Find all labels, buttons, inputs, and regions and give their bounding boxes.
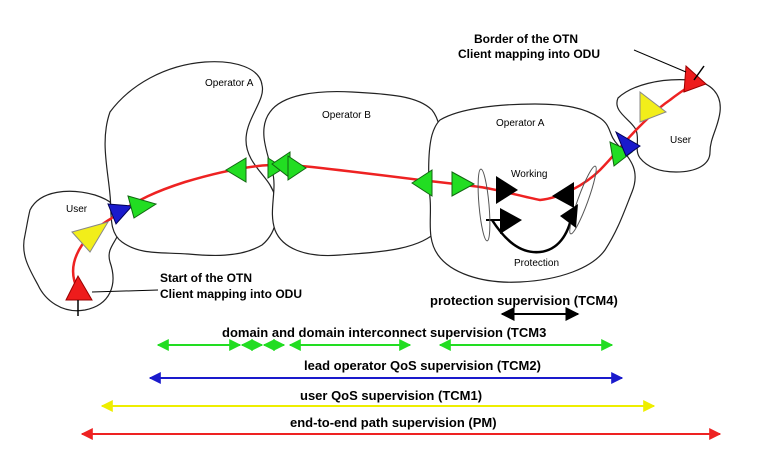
tcm4-label: protection supervision (TCM4): [430, 293, 618, 308]
border-callout-leader: [633, 49, 687, 73]
tcm1-label: user QoS supervision (TCM1): [300, 388, 482, 403]
green-triangle-5: [287, 155, 307, 181]
border-callout-line1: Border of the OTN: [474, 32, 578, 46]
green-triangle-8: [609, 141, 633, 167]
operator-a1-label: Operator A: [205, 78, 254, 89]
black-triangle-working-in: [496, 176, 518, 204]
operator-a2-cloud: [428, 103, 636, 283]
user-right-cloud: [616, 79, 721, 173]
black-triangle-protection-out: [560, 204, 578, 228]
pm-label: end-to-end path supervision (PM): [290, 415, 497, 430]
tcm3-label: domain and domain interconnect supervisi…: [222, 325, 546, 340]
operator-b-label: Operator B: [322, 110, 371, 121]
operator-a2-label: Operator A: [496, 118, 545, 129]
start-callout-leader: [91, 289, 159, 293]
green-triangle-7: [451, 171, 476, 197]
black-triangle-working-out: [552, 182, 574, 208]
protection-label: Protection: [514, 258, 559, 269]
green-triangle-2: [225, 157, 247, 183]
red-sink-stem: [693, 65, 705, 81]
protection-switch-left: [477, 168, 491, 242]
black-triangle-protection-in: [500, 208, 522, 234]
blue-triangle-right: [614, 130, 641, 157]
protection-switch-right: [569, 165, 597, 235]
yellow-triangle-left: [71, 221, 110, 253]
green-triangle-6: [411, 169, 433, 197]
blue-triangle-left: [107, 203, 134, 225]
operator-a1-cloud: [104, 61, 278, 257]
protection-path: [490, 214, 574, 254]
user-right-label: User: [670, 135, 692, 146]
user-left-cloud: [23, 190, 121, 312]
red-source-triangle: [65, 274, 93, 301]
yellow-triangle-right: [639, 90, 668, 123]
user-left-label: User: [66, 204, 88, 215]
green-triangle-1: [127, 195, 158, 219]
start-callout-line2: Client mapping into ODU: [160, 287, 302, 301]
border-callout-line2: Client mapping into ODU: [458, 47, 600, 61]
tcm2-label: lead operator QoS supervision (TCM2): [304, 358, 541, 373]
working-label: Working: [511, 169, 548, 180]
start-callout-line1: Start of the OTN: [160, 271, 252, 285]
